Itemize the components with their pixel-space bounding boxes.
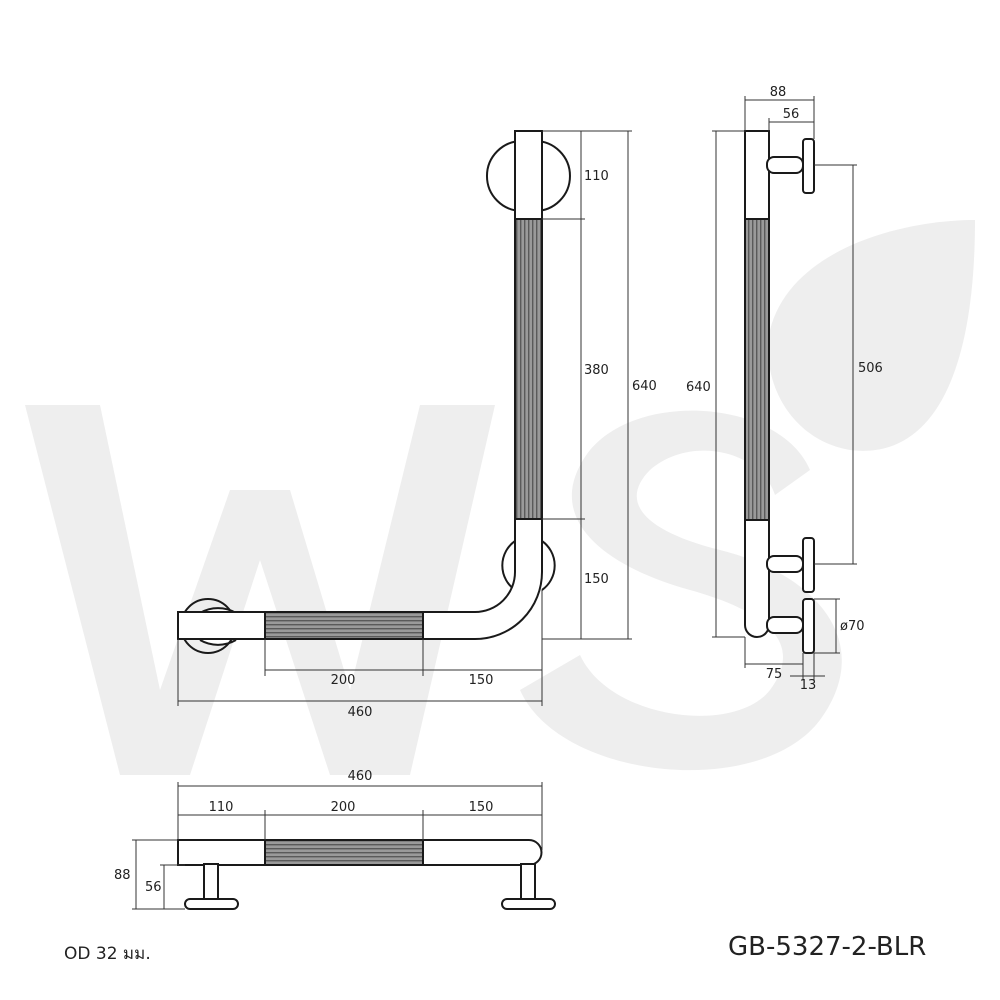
dim-side-640: 640: [686, 380, 711, 395]
dim-top-view-460: 460: [348, 769, 373, 784]
top-view: [177, 839, 556, 910]
dim-side-506: 506: [858, 361, 883, 376]
watermark-registered-mark: ®: [846, 311, 904, 379]
side-grip: [744, 218, 770, 521]
side-tube-top: [744, 130, 770, 220]
watermark-registered-circle: [833, 301, 917, 385]
corner-flange-left: [501, 540, 516, 591]
front-view-dimensions: 110 380 150 640 200 150 460: [177, 130, 657, 720]
corner-bend: [422, 518, 543, 640]
dim-top-view-56: 56: [145, 880, 162, 895]
watermark-letter-w: [25, 405, 495, 775]
dim-total-460: 460: [348, 705, 373, 720]
top-view-tube-left: [177, 839, 266, 866]
side-view-dimensions: 88 56 640 506 ø70 75 13: [686, 85, 883, 693]
horizontal-grip: [264, 611, 424, 640]
watermark: ®: [25, 220, 975, 775]
top-view-post-right: [520, 863, 536, 901]
top-flange: [486, 140, 523, 212]
dim-top-view-110: 110: [209, 800, 234, 815]
model-number: GB-5327-2-BLR: [728, 932, 927, 962]
dim-side-56: 56: [783, 107, 800, 122]
side-bracket-top: [766, 156, 804, 174]
side-bracket-bottom: [766, 616, 804, 634]
dim-grip-380: 380: [584, 363, 609, 378]
dim-bottom-150: 150: [584, 572, 609, 587]
top-view-foot-left: [184, 898, 239, 910]
side-view: [744, 130, 815, 654]
vertical-grip: [514, 218, 543, 520]
outer-diameter-note: OD 32 มม.: [64, 944, 151, 964]
top-view-tube-right: [422, 839, 543, 866]
end-flange-bottom: [199, 639, 237, 646]
top-view-foot-right: [501, 898, 556, 910]
dim-top-view-88: 88: [114, 868, 131, 883]
dim-side-13: 13: [800, 678, 817, 693]
dim-side-diameter-70: ø70: [840, 619, 865, 634]
dim-top-view-150: 150: [469, 800, 494, 815]
top-view-dimensions: 460 110 200 150 88 56: [114, 769, 543, 910]
watermark-letter-s: [520, 410, 842, 771]
dim-top-110: 110: [584, 169, 609, 184]
dim-bend-150: 150: [469, 673, 494, 688]
side-bracket-middle: [766, 555, 804, 573]
dim-side-88: 88: [770, 85, 787, 100]
watermark-leaf: [768, 220, 975, 451]
top-view-post-left: [203, 863, 219, 901]
dim-total-640: 640: [632, 379, 657, 394]
top-flange-right: [534, 140, 571, 212]
front-view: [177, 130, 571, 654]
dim-side-75: 75: [766, 667, 783, 682]
dim-grip-200: 200: [331, 673, 356, 688]
dim-top-view-200: 200: [331, 800, 356, 815]
side-flange-bottom: [802, 598, 815, 654]
vertical-tube-top: [514, 130, 543, 220]
side-tube-bottom: [744, 519, 770, 638]
horizontal-tube-end: [177, 611, 266, 640]
corner-flange-right: [541, 540, 556, 591]
side-flange-middle: [802, 537, 815, 593]
top-view-grip: [264, 839, 424, 866]
side-flange-top: [802, 138, 815, 194]
